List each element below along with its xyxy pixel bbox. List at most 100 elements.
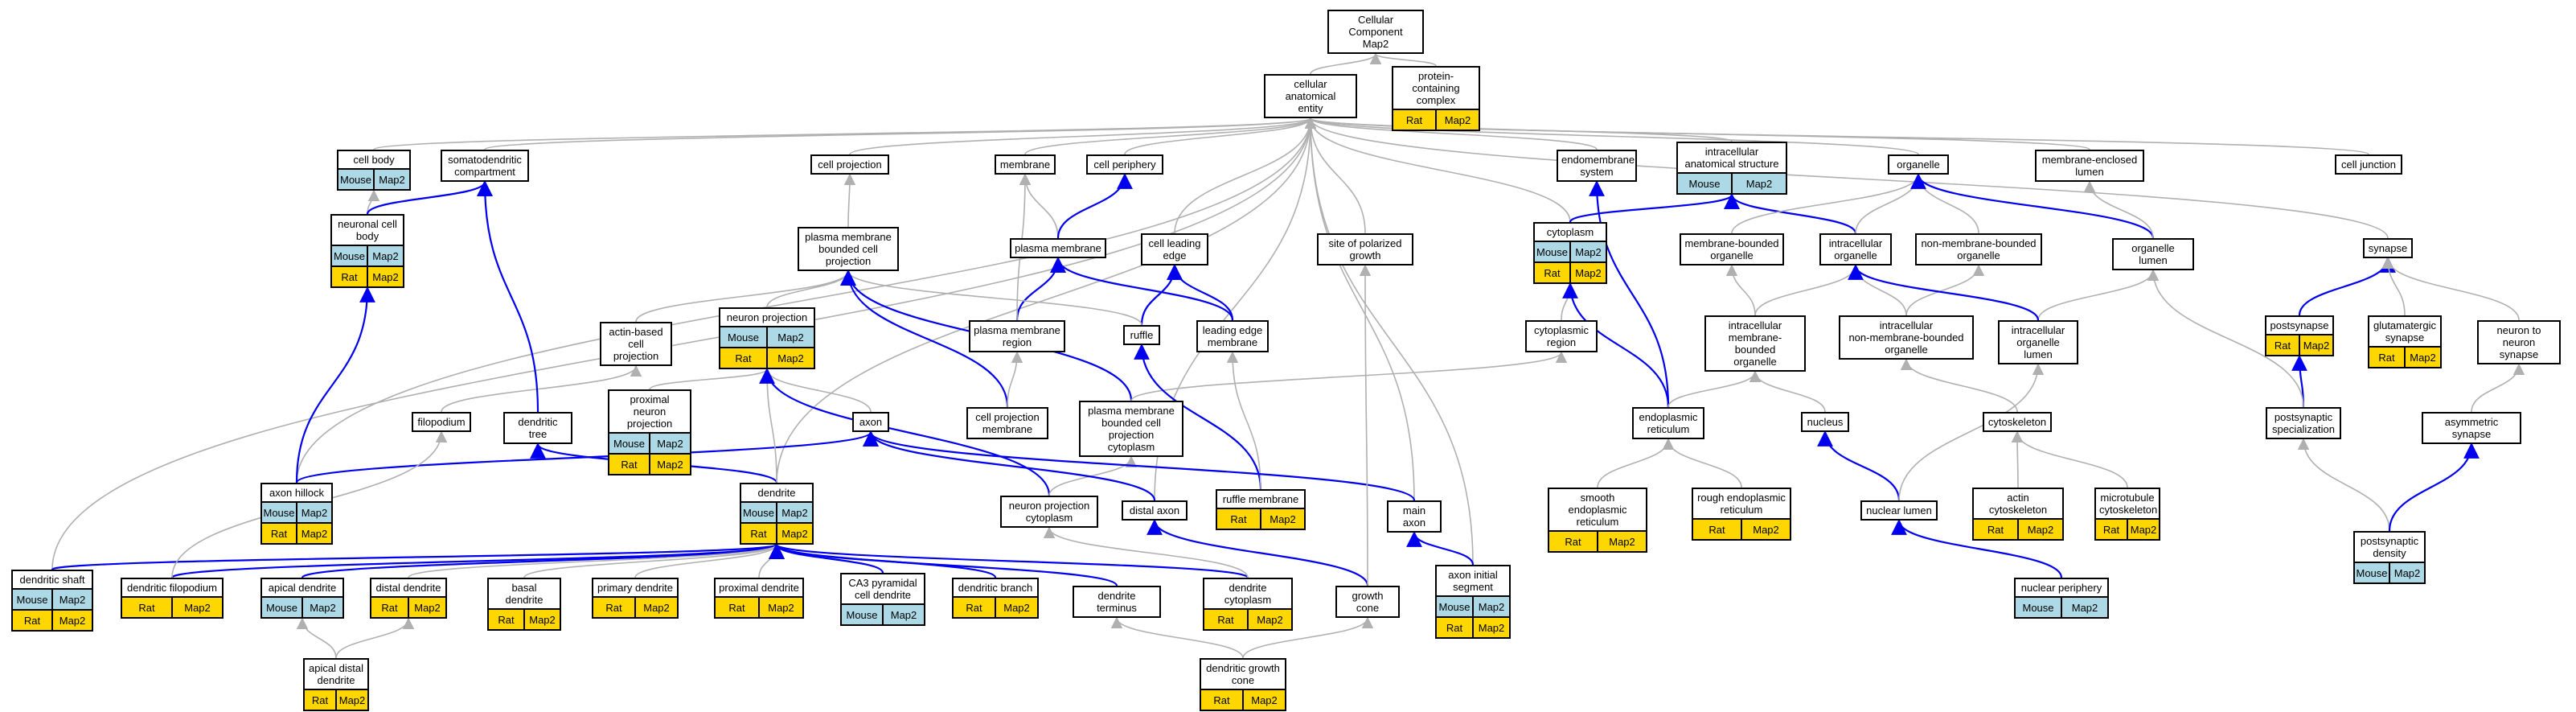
node-organelle: organelle [1888, 154, 1949, 175]
node-label: cellular anatomical entity [1285, 78, 1336, 114]
species-tag-mouse: Mouse [720, 327, 766, 347]
node-ruffle: ruffle [1123, 325, 1160, 345]
edge-pmbcpc-to-cytoregion [1130, 351, 1567, 401]
gene-tag-map2: Map2 [776, 524, 812, 543]
node-label: nucleus [1807, 416, 1844, 428]
node-label: postsynaptic specialization [2271, 411, 2336, 435]
node-celljunction: cell junction [2335, 154, 2402, 175]
node-iolumen: intracellular organelle lumen [1998, 320, 2078, 364]
edge-er-to-endomem [1589, 180, 1670, 408]
node-endomem: endomembrane system [1557, 150, 1637, 182]
gene-tag-map2: Map2 [51, 590, 92, 609]
node-label: plasma membrane bounded cell projection … [1088, 405, 1175, 453]
node-label: endoplasmic reticulum [1639, 411, 1698, 435]
node-leadingedge: cell leading edge [1141, 233, 1208, 265]
gene-tag-map2: Map2 [758, 598, 802, 617]
gene-tag-map2: Map2 [766, 348, 814, 368]
node-label: smooth endoplasmic reticulum [1568, 492, 1627, 528]
edge-iolumen-to-intraorg [1848, 264, 2040, 321]
node-er: endoplasmic reticulum [1632, 407, 1704, 439]
edge-actinproj-to-pmbcp [635, 270, 855, 323]
node-asym: asymmetric synapse [2422, 412, 2521, 444]
edge-axonhillock-to-neuronalbody [295, 286, 375, 484]
edge-organelle-to-cae [1305, 117, 1919, 155]
species-tag-rat: Rat [716, 598, 758, 617]
node-label: organelle lumen [2131, 242, 2175, 266]
gene-tag-map2: Map2 [1569, 242, 1606, 261]
species-tag-rat: Rat [2266, 335, 2299, 355]
node-cc: Cellular Component Map2 [1327, 10, 1424, 54]
species-tag-mouse: Mouse [13, 590, 51, 609]
node-intraorg: intracellular organelle [1819, 233, 1892, 265]
species-tag-mouse: Mouse [332, 246, 367, 265]
node-polarized: site of polarized growth [1317, 233, 1413, 265]
node-cae: cellular anatomical entity [1264, 74, 1357, 118]
node-label: actin-based cell projection [609, 326, 663, 362]
edge-apical-to-dendrite [301, 543, 785, 579]
species-tag-rat: Rat [1535, 263, 1569, 282]
gene-tag-map2: Map2 [2127, 520, 2159, 539]
edge-polarized-to-cae [1304, 117, 1366, 234]
edge-axonhillock-to-cae [296, 117, 1317, 484]
gene-tag-map2: Map2 [776, 503, 812, 522]
species-tag-mouse: Mouse [262, 503, 296, 522]
node-label: non-membrane-bounded organelle [1921, 237, 2037, 261]
node-label: asymmetric synapse [2444, 416, 2499, 440]
gene-tag-map2: Map2 [296, 524, 331, 543]
node-label: growth cone [1352, 590, 1384, 614]
node-label: nuclear periphery [2020, 582, 2102, 594]
edge-ais-to-mainaxon [1406, 531, 1475, 566]
node-membrane: membrane [995, 154, 1056, 175]
gene-tag-map2: Map2 [634, 598, 677, 617]
node-label: intracellular non-membrane-bounded organ… [1848, 319, 1964, 356]
edge-cpm-to-pmbcp [840, 270, 1009, 408]
edge-pcc-to-cc [1369, 52, 1437, 67]
node-somato: somatodendritic compartment [441, 150, 529, 182]
edge-nperiphery-to-nlumen [1891, 519, 2063, 578]
edge-plasmamem-to-periphery [1056, 173, 1133, 239]
edge-synapse-to-cae [1305, 117, 2389, 239]
node-pss: postsynaptic specialization [2266, 407, 2341, 439]
edge-rufflemem-to-lemem [1226, 351, 1261, 490]
species-tag-mouse: Mouse [609, 434, 649, 453]
node-label: CA3 pyramidal cell dendrite [848, 577, 917, 601]
gene-tag-map2: Map2 [1472, 597, 1509, 616]
species-tag-rat: Rat [1204, 610, 1247, 629]
gene-tag-map2: Map2 [1242, 690, 1285, 710]
node-npc: neuron projection cytoplasm [1000, 496, 1098, 528]
node-actinproj: actin-based cell projection [600, 322, 672, 366]
node-cytoskeleton: cytoskeleton [1983, 412, 2052, 432]
node-cellproj: cell projection [810, 154, 889, 175]
node-imbo: intracellular membrane-bounded organelle [1704, 315, 1806, 372]
species-tag-mouse: Mouse [2355, 563, 2389, 582]
edge-periphery-to-cae [1124, 117, 1317, 155]
node-label: axon [859, 416, 883, 428]
node-label: cell projection membrane [975, 411, 1040, 435]
edge-dgc-to-growthcone [1242, 616, 1374, 659]
node-label: neuron to neuron synapse [2496, 324, 2541, 360]
gene-tag-map2: Map2 [2061, 598, 2107, 617]
node-label: postsynapse [2270, 319, 2329, 331]
species-tag-rat: Rat [262, 524, 296, 543]
